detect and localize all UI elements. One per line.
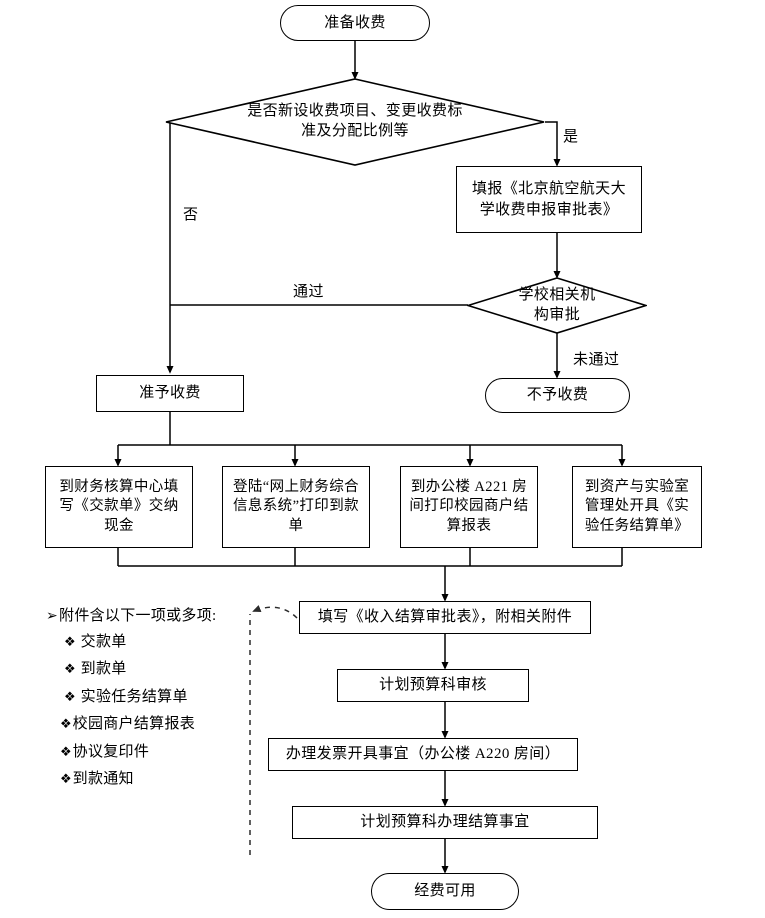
diamond-bullet-icon: ❖ <box>60 716 72 731</box>
legend-item-label: 到款单 <box>80 661 127 677</box>
node-allow-charge[interactable]: 准予收费 <box>96 375 244 412</box>
node-apply-form-label: 填报《北京航空航天大学收费申报审批表》 <box>471 181 626 218</box>
diamond-bullet-icon: ❖ <box>60 743 72 759</box>
node-decision-school-approval[interactable]: 学校相关机构审批 <box>467 277 647 334</box>
dashed-attachment-arrow <box>252 604 298 619</box>
node-end-label: 经费可用 <box>414 883 476 900</box>
edge-label-not-passed: 未通过 <box>573 352 620 368</box>
node-budget-settlement-label: 计划预算科办理结算事宜 <box>360 814 530 831</box>
diamond-bullet-icon: ❖ <box>60 771 72 786</box>
edge-label-yes: 是 <box>563 129 579 145</box>
node-branch-online-system[interactable]: 登陆“网上财务综合信息系统”打印到款单 <box>222 466 370 548</box>
node-branch-lab-settlement[interactable]: 到资产与实验室管理处开具《实验任务结算单》 <box>572 466 702 548</box>
legend-item-label: 交款单 <box>80 633 127 650</box>
edge-yes-to-apply <box>545 121 561 167</box>
diamond-bullet-icon: ❖ <box>64 633 76 649</box>
node-invoice-label: 办理发票开具事宜（办公楼 A220 房间） <box>285 746 561 763</box>
node-budget-review[interactable]: 计划预算科审核 <box>337 669 529 702</box>
legend-item: ❖ 协议复印件 <box>60 744 256 761</box>
legend-item-label: 协议复印件 <box>72 743 150 760</box>
arrow-bullet-icon: ➢ <box>46 609 59 624</box>
node-branch-online-system-label: 登陆“网上财务综合信息系统”打印到款单 <box>232 478 360 534</box>
legend-item-label: 实验任务结算单 <box>80 688 188 705</box>
node-allow-charge-label: 准予收费 <box>139 385 201 402</box>
attachment-legend: ➢ 附件含以下一项或多项: ❖ 交款单 ❖ 到款单 ❖ 实验任务结算单 ❖ 校园… <box>46 608 256 799</box>
node-decision-new-fee[interactable]: 是否新设收费项目、变更收费标准及分配比例等 <box>165 78 545 166</box>
legend-item: ❖ 校园商户结算报表 <box>60 716 256 733</box>
node-branch-campus-merchant[interactable]: 到办公楼 A221 房间打印校园商户结算报表 <box>400 466 538 548</box>
node-budget-review-label: 计划预算科审核 <box>379 677 487 694</box>
node-branch-cash-payment[interactable]: 到财务核算中心填写《交款单》交纳现金 <box>45 466 193 548</box>
legend-item: ❖ 交款单 <box>64 634 256 651</box>
node-budget-settlement[interactable]: 计划预算科办理结算事宜 <box>292 806 598 839</box>
node-decision-school-approval-label: 学校相关机构审批 <box>518 286 596 323</box>
edge-label-no: 否 <box>183 207 199 223</box>
diamond-bullet-icon: ❖ <box>64 688 76 704</box>
node-apply-form[interactable]: 填报《北京航空航天大学收费申报审批表》 <box>456 166 642 233</box>
node-branch-lab-settlement-label: 到资产与实验室管理处开具《实验任务结算单》 <box>584 478 690 534</box>
node-branch-campus-merchant-label: 到办公楼 A221 房间打印校园商户结算报表 <box>409 478 529 534</box>
node-settle-form[interactable]: 填写《收入结算审批表》，附相关附件 <box>299 601 591 634</box>
node-branch-cash-payment-label: 到财务核算中心填写《交款单》交纳现金 <box>59 478 179 534</box>
diamond-shape-new-fee <box>165 78 545 166</box>
legend-item: ❖ 实验任务结算单 <box>64 689 256 706</box>
legend-item-label: 校园商户结算报表 <box>72 716 196 732</box>
node-deny-charge-label: 不予收费 <box>526 387 589 404</box>
legend-item: ❖ 到款单 <box>64 661 256 678</box>
legend-item-label: 到款通知 <box>72 771 134 787</box>
node-start-label: 准备收费 <box>324 14 386 31</box>
node-settle-form-label: 填写《收入结算审批表》，附相关附件 <box>317 609 573 626</box>
node-invoice[interactable]: 办理发票开具事宜（办公楼 A220 房间） <box>268 738 578 771</box>
diamond-bullet-icon: ❖ <box>64 661 76 676</box>
legend-title-row: ➢ 附件含以下一项或多项: <box>46 608 256 625</box>
legend-item: ❖ 到款通知 <box>60 771 256 788</box>
node-deny-charge[interactable]: 不予收费 <box>485 378 630 413</box>
legend-title-text: 附件含以下一项或多项: <box>59 608 217 624</box>
edge-label-passed: 通过 <box>293 284 325 300</box>
node-end[interactable]: 经费可用 <box>371 873 519 910</box>
node-decision-new-fee-label: 是否新设收费项目、变更收费标准及分配比例等 <box>247 103 463 139</box>
node-start[interactable]: 准备收费 <box>280 5 430 41</box>
